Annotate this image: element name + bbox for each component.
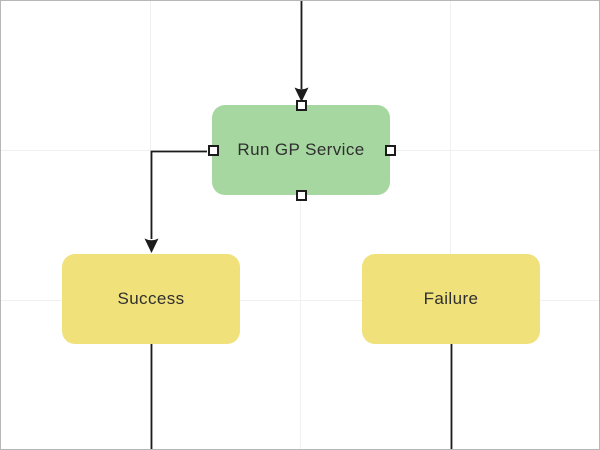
connection-handle-bottom[interactable] [295,189,307,201]
node-run-gp-service-label: Run GP Service [237,140,365,159]
gridline-vertical-2 [300,1,301,449]
gridline-horizontal-2 [1,300,599,301]
node-failure[interactable]: Failure [362,254,540,344]
gridline-vertical-3 [450,1,451,449]
connection-handle-right[interactable] [384,144,396,156]
gridline-vertical-1 [150,1,151,449]
arrowhead-icon [144,238,159,253]
node-failure-label: Failure [423,289,479,308]
node-run-gp-service[interactable]: Run GP Service [207,99,396,201]
arrowhead-icon [294,87,309,102]
connection-handle-top[interactable] [295,99,307,111]
connector-run-gp-service-to-success[interactable] [144,150,208,254]
connection-handle-left[interactable] [207,144,219,156]
connector-into-run-gp-service[interactable] [294,1,309,102]
node-success-label: Success [117,289,185,308]
connector-line [150,150,207,239]
node-success[interactable]: Success [62,254,240,344]
